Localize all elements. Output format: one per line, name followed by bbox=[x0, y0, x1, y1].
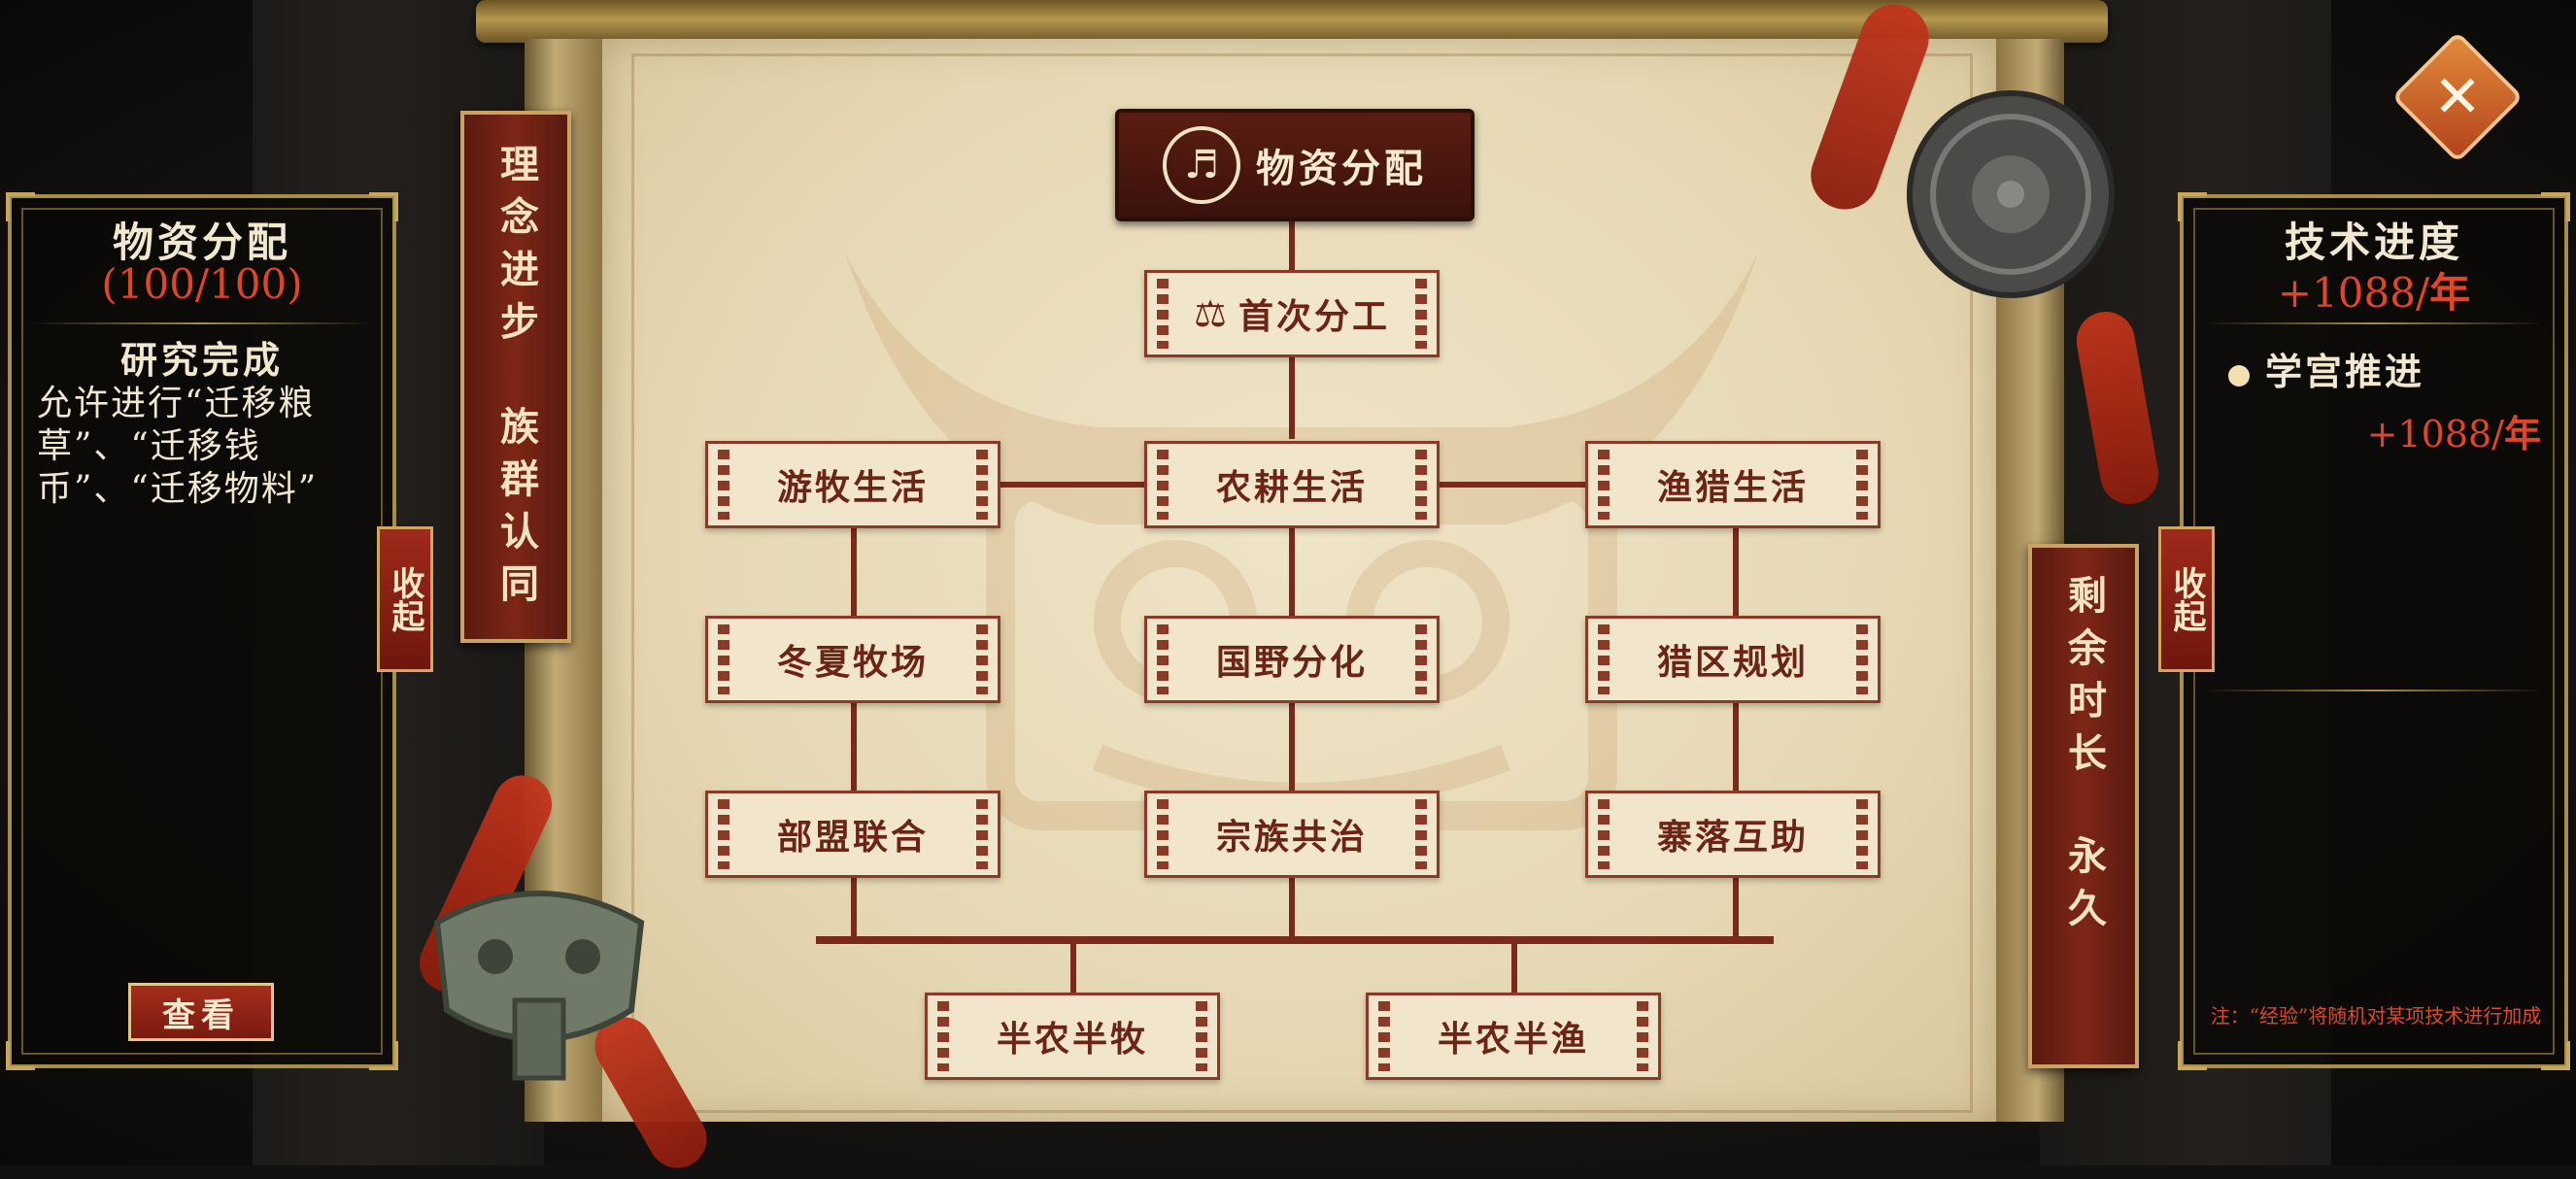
tech-node[interactable]: 农耕生活 bbox=[1144, 441, 1440, 528]
tech-node-label: 国野分化 bbox=[1215, 642, 1368, 683]
connector bbox=[1289, 357, 1295, 439]
connector bbox=[1733, 528, 1739, 616]
panel-title: 技术进度 bbox=[2284, 219, 2463, 266]
tech-node-label: 半农半牧 bbox=[996, 1019, 1148, 1060]
parchment-border bbox=[631, 53, 1973, 1113]
research-info-panel: 物资分配 (100/100) 研究完成 允许进行“迁移粮草”、“迁移钱币”、“迁… bbox=[6, 192, 398, 1070]
tech-node[interactable]: 国野分化 bbox=[1144, 616, 1440, 703]
tech-rate: +1088/年 bbox=[2184, 260, 2564, 320]
tech-node-label: 寨落互助 bbox=[1656, 817, 1809, 858]
tech-node-label: 冬夏牧场 bbox=[776, 642, 929, 683]
scroll-rod-top bbox=[476, 0, 2108, 43]
connector bbox=[851, 878, 857, 942]
tech-node[interactable]: 半农半渔 bbox=[1366, 993, 1661, 1080]
connector bbox=[1511, 942, 1517, 996]
tech-node-label: 游牧生活 bbox=[776, 467, 929, 508]
divider bbox=[2203, 322, 2545, 324]
collapse-right-button[interactable]: 收起 bbox=[2158, 526, 2215, 672]
banner-label-top: 剩余时长 bbox=[2061, 575, 2107, 785]
tech-node[interactable]: 冬夏牧场 bbox=[705, 616, 1000, 703]
divider bbox=[31, 322, 373, 324]
close-icon[interactable]: ✕ bbox=[2432, 63, 2483, 131]
tech-emblem-icon: ♬ bbox=[1163, 126, 1240, 204]
panel-corner bbox=[6, 192, 35, 221]
bullet-dot-icon bbox=[2228, 364, 2250, 387]
tech-node[interactable]: 游牧生活 bbox=[705, 441, 1000, 528]
idea-progress-banner: 理念进步 族群认同 bbox=[460, 111, 571, 643]
tech-source-rate: +1088/年 bbox=[2367, 404, 2541, 457]
banner-label-bottom: 永久 bbox=[2061, 835, 2107, 940]
connector bbox=[851, 528, 857, 616]
tech-node-label: 半农半渔 bbox=[1437, 1019, 1589, 1060]
research-status: 研究完成 bbox=[119, 338, 284, 382]
tech-node-first[interactable]: ⚖ 首次分工 bbox=[1144, 270, 1440, 357]
connector bbox=[1733, 703, 1739, 791]
connector bbox=[1289, 528, 1295, 616]
tech-node[interactable]: 宗族共治 bbox=[1144, 791, 1440, 878]
tech-node[interactable]: 寨落互助 bbox=[1585, 791, 1881, 878]
remaining-time-banner: 剩余时长 永久 bbox=[2028, 544, 2139, 1068]
jade-bronze-ornament-icon bbox=[433, 891, 645, 1081]
tech-node-label: 渔猎生活 bbox=[1656, 467, 1809, 508]
connector bbox=[1289, 214, 1295, 272]
panel-corner bbox=[6, 1041, 35, 1070]
tech-node-root[interactable]: ♬ 物资分配 bbox=[1115, 109, 1474, 221]
tech-node-label: 物资分配 bbox=[1256, 146, 1427, 191]
tech-node[interactable]: 渔猎生活 bbox=[1585, 441, 1881, 528]
tech-rate-value: +1088/ bbox=[2277, 269, 2430, 317]
panel-corner bbox=[369, 1041, 398, 1070]
tech-rate-unit: 年 bbox=[2429, 269, 2471, 317]
tech-node[interactable]: 猎区规划 bbox=[1585, 616, 1881, 703]
panel-corner bbox=[2178, 192, 2207, 221]
connector bbox=[851, 703, 857, 791]
tech-source-row: 学宫推进 bbox=[2228, 342, 2424, 395]
tech-node-label: 首次分工 bbox=[1238, 296, 1391, 337]
connector bbox=[1438, 482, 1593, 488]
connector bbox=[1289, 878, 1295, 942]
panel-title: 物资分配 bbox=[112, 219, 291, 266]
panel-corner bbox=[2541, 192, 2570, 221]
research-count: (100/100) bbox=[101, 260, 303, 308]
tech-source-label: 学宫推进 bbox=[2265, 350, 2425, 393]
connector bbox=[1733, 878, 1739, 942]
research-description: 允许进行“迁移粮草”、“迁移钱币”、“迁移物料” bbox=[37, 384, 319, 509]
panel-corner bbox=[369, 192, 398, 221]
tech-node[interactable]: 半农半牧 bbox=[925, 993, 1220, 1080]
experience-note: 注：“经验”将随机对某项技术进行加成 bbox=[2210, 1004, 2542, 1027]
scale-figure-icon: ⚖ bbox=[1193, 292, 1228, 335]
tech-node-label: 部盟联合 bbox=[776, 817, 929, 858]
tech-node-label: 宗族共治 bbox=[1215, 817, 1368, 858]
tech-node-label: 农耕生活 bbox=[1215, 467, 1368, 508]
panel-corner bbox=[2178, 1041, 2207, 1070]
panel-corner bbox=[2541, 1041, 2570, 1070]
banner-label-top: 理念进步 bbox=[493, 144, 539, 354]
connector bbox=[816, 936, 1774, 944]
view-button[interactable]: 查看 bbox=[128, 983, 274, 1041]
bronze-mirror-icon bbox=[1907, 90, 2115, 298]
connector bbox=[1070, 942, 1076, 996]
connector bbox=[1289, 703, 1295, 791]
tech-progress-panel: 技术进度 +1088/年 学宫推进 +1088/年 bbox=[2178, 192, 2570, 1070]
tech-node-label: 猎区规划 bbox=[1656, 642, 1809, 683]
tech-source-value: +1088/ bbox=[2366, 413, 2504, 455]
divider bbox=[2203, 690, 2545, 691]
connector bbox=[1000, 482, 1146, 488]
collapse-left-button[interactable]: 收起 bbox=[377, 526, 433, 672]
tech-source-unit: 年 bbox=[2503, 412, 2541, 455]
banner-label-bottom: 族群认同 bbox=[493, 406, 539, 616]
tech-node[interactable]: 部盟联合 bbox=[705, 791, 1000, 878]
